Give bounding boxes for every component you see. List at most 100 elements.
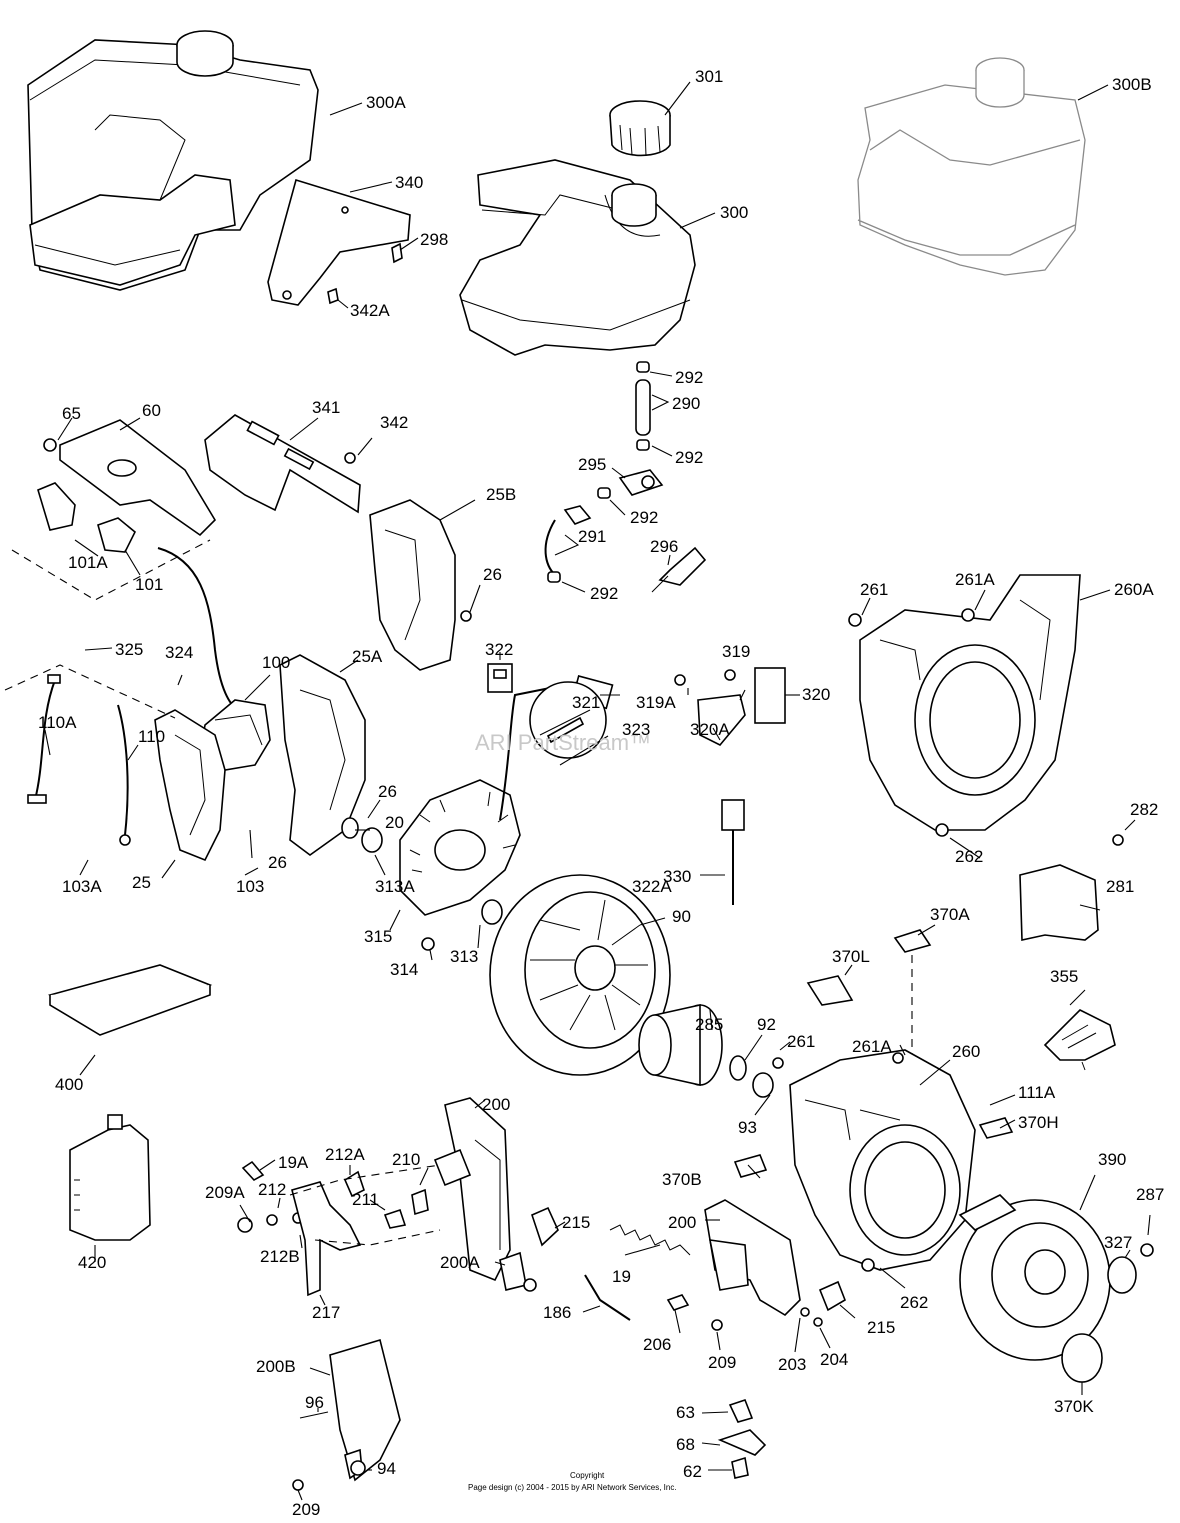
rectifier-320 [754, 667, 786, 724]
fuel-cap-301 [609, 100, 671, 157]
callout-370h: 370H [1018, 1113, 1059, 1132]
screw-26-top [460, 610, 472, 622]
callout-25b: 25B [486, 485, 516, 504]
callout-261a-b: 261A [852, 1037, 892, 1056]
screw-282 [1112, 834, 1124, 846]
callout-342: 342 [380, 413, 408, 432]
callout-370a: 370A [930, 905, 970, 924]
part-68 [717, 1429, 767, 1456]
sensor-330 [721, 799, 745, 905]
rotating-screen-285 [638, 1004, 723, 1086]
callout-261-a: 261 [860, 580, 888, 599]
callout-26-a: 26 [483, 565, 502, 584]
callout-290: 290 [672, 394, 700, 413]
bracket-341 [204, 414, 361, 514]
bracket-320a [697, 694, 746, 746]
nut-93 [752, 1072, 774, 1098]
washer-92 [729, 1055, 747, 1081]
detail-321 [529, 681, 607, 759]
screw-261-top [848, 613, 862, 627]
screw-262-bottom [861, 1258, 875, 1272]
callout-287: 287 [1136, 1185, 1164, 1204]
callout-101: 101 [135, 575, 163, 594]
callout-300: 300 [720, 203, 748, 222]
callout-209a: 209A [205, 1183, 245, 1202]
callout-327: 327 [1104, 1233, 1132, 1252]
blower-housing-260 [789, 1049, 976, 1271]
callout-212a: 212A [325, 1145, 365, 1164]
screw-342 [344, 452, 356, 464]
callout-110: 110 [138, 727, 165, 746]
ring-370k [1061, 1333, 1103, 1383]
screw-262-top [935, 823, 949, 837]
flywheel-90 [489, 874, 671, 1076]
ring-327 [1107, 1256, 1137, 1294]
callout-200a: 200A [440, 1253, 480, 1272]
callout-200-a: 200 [482, 1095, 510, 1114]
callout-260a: 260A [1114, 580, 1154, 599]
fuel-tank-300b [857, 57, 1086, 276]
leader-lines [44, 81, 1151, 1501]
callout-325: 325 [115, 640, 143, 659]
callout-261-b: 261 [787, 1032, 815, 1051]
callout-200-b: 200 [668, 1213, 696, 1232]
callout-19a: 19A [278, 1153, 309, 1172]
callout-370l: 370L [832, 947, 870, 966]
callout-291: 291 [578, 527, 606, 546]
ground-wire-110a [27, 674, 61, 804]
ground-wire-110 [117, 704, 131, 846]
screw-319a [674, 674, 686, 686]
callout-100: 100 [262, 653, 290, 672]
callout-341: 341 [312, 398, 340, 417]
callout-63: 63 [676, 1403, 695, 1422]
connector-322 [487, 663, 513, 693]
callout-186: 186 [543, 1303, 571, 1322]
callout-20: 20 [385, 813, 404, 832]
callout-19: 19 [612, 1267, 631, 1286]
spacer-313a [361, 827, 383, 853]
decal-370b [733, 1154, 768, 1178]
callout-101a: 101A [68, 553, 108, 572]
baffle-25 [154, 709, 226, 862]
callout-319: 319 [722, 642, 750, 661]
callout-25: 25 [132, 873, 151, 892]
callout-215-a: 215 [562, 1213, 590, 1232]
callout-282: 282 [1130, 800, 1158, 819]
spring-19 [609, 1224, 691, 1256]
callout-390: 390 [1098, 1150, 1126, 1169]
starter-handle-355 [1043, 1009, 1116, 1071]
callout-103: 103 [236, 877, 264, 896]
stator-315 [399, 779, 521, 916]
governor-parts [237, 1160, 441, 1297]
callout-321: 321 [572, 693, 600, 712]
callout-204: 204 [820, 1350, 848, 1369]
spacer-20 [341, 817, 359, 839]
fuel-line-parts [544, 361, 707, 593]
bracket-60 [59, 419, 217, 537]
callout-300b: 300B [1112, 75, 1152, 94]
screw-261-bottom [772, 1057, 784, 1069]
callout-211: 211 [352, 1190, 379, 1209]
callout-320: 320 [802, 685, 830, 704]
callout-292-a: 292 [675, 368, 703, 387]
knob-101 [97, 517, 137, 553]
copyright-line1: Copyright [570, 1471, 605, 1480]
callout-103a: 103A [62, 877, 102, 896]
callout-26-c: 26 [268, 853, 287, 872]
callout-324: 324 [165, 643, 193, 662]
bracket-340 [267, 178, 411, 306]
callout-295: 295 [578, 455, 606, 474]
screw-261a-top [961, 608, 975, 622]
callout-206: 206 [643, 1335, 671, 1354]
callout-262-a: 262 [955, 847, 983, 866]
knob-101a [37, 482, 76, 531]
callout-301: 301 [695, 67, 723, 86]
callout-285: 285 [695, 1015, 723, 1034]
callout-315: 315 [364, 927, 392, 946]
callout-420: 420 [78, 1253, 106, 1272]
decal-370a [893, 929, 932, 953]
callout-322: 322 [485, 640, 513, 659]
callout-314: 314 [390, 960, 418, 979]
bolt-287 [1140, 1243, 1154, 1257]
callout-65: 65 [62, 404, 81, 423]
